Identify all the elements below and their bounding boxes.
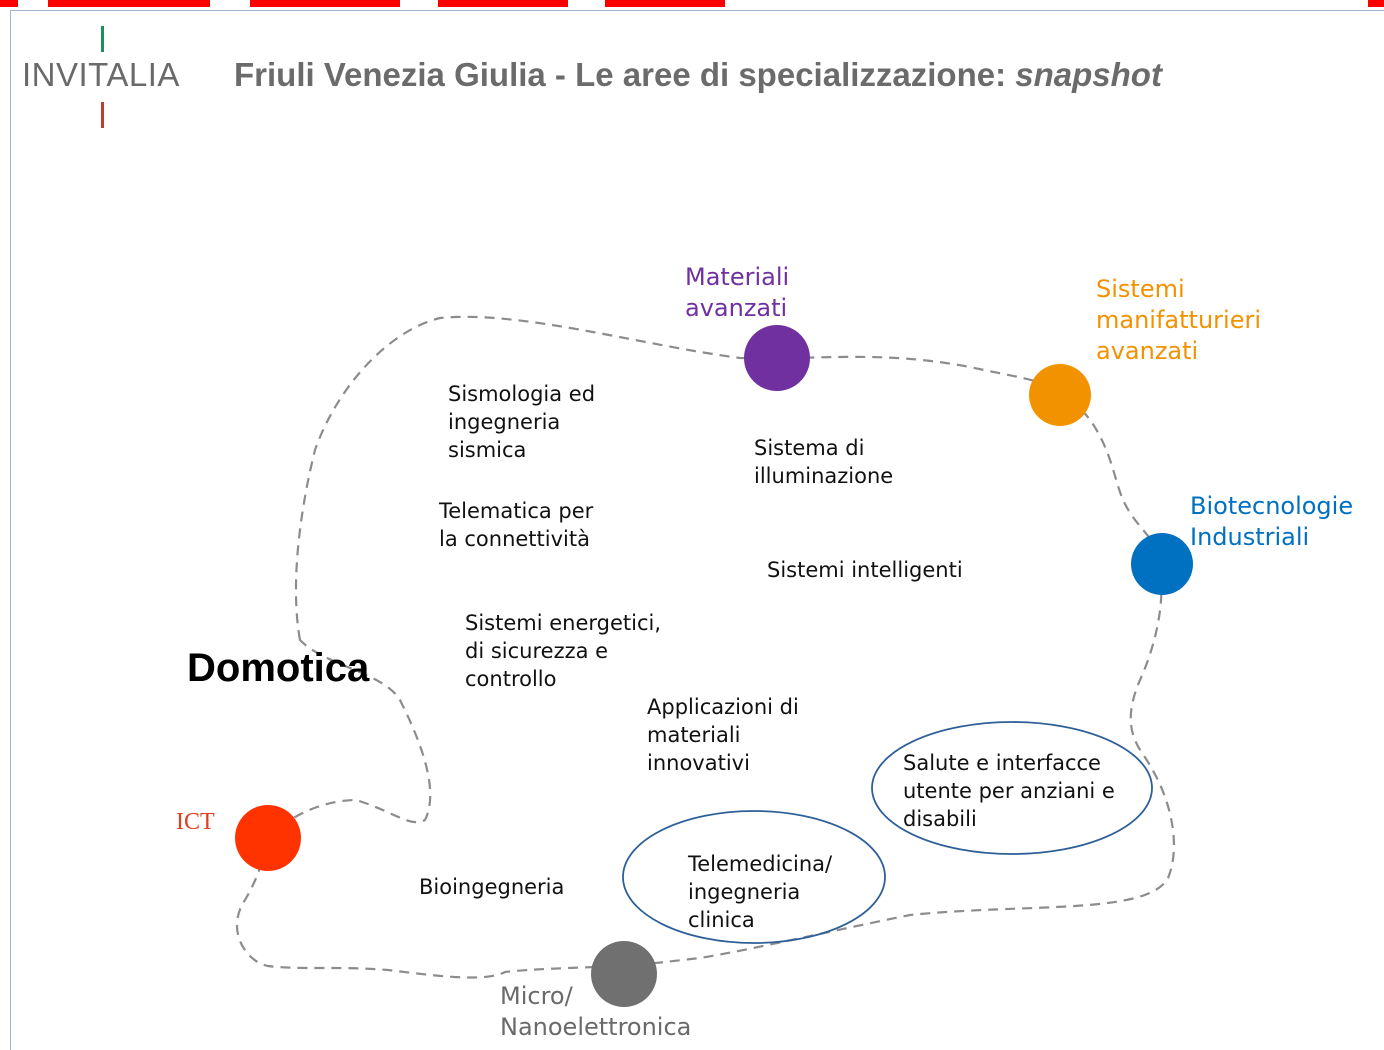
topic-energetici: Sistemi energetici, di sicurezza e contr…: [465, 611, 662, 691]
biotec-node: [1131, 533, 1193, 595]
network-loop-path: [235, 315, 1176, 979]
slide-title: Friuli Venezia Giulia - Le aree di speci…: [234, 56, 1162, 94]
topic-telematica: Telematica per la connettività: [439, 499, 594, 551]
micro-node: [591, 941, 657, 1007]
invitalia-logo: INVITALIA: [22, 26, 192, 136]
node-label-biotec: Biotecnologie Industriali: [1190, 492, 1354, 551]
slide-title-italic: snapshot: [1015, 56, 1162, 93]
node-label-ict: ICT: [176, 809, 215, 835]
logo-flag-red: [101, 102, 104, 128]
topic-sismologia: Sismologia ed ingegneria sismica: [448, 382, 596, 462]
topic-intelligenti: Sistemi intelligenti: [767, 558, 963, 582]
topic-telemedicina: Telemedicina/ ingegneria clinica: [688, 852, 833, 932]
crop-mark: [48, 0, 210, 7]
node-label-micro: Micro/ Nanoelettronica: [500, 982, 692, 1041]
crop-mark: [0, 0, 18, 7]
topic-bioingegneria: Bioingegneria: [419, 875, 565, 899]
slide-frame: [10, 10, 1384, 1050]
telemedicina-highlight: [622, 810, 886, 944]
logo-text: INVITALIA: [22, 56, 180, 93]
salute-highlight: [871, 721, 1153, 855]
sistemi-node: [1029, 364, 1091, 426]
crop-mark: [1368, 0, 1384, 7]
materiali-node: [744, 325, 810, 391]
node-label-materiali: Materiali avanzati: [685, 263, 790, 322]
crop-mark: [438, 0, 568, 7]
node-label-sistemi: Sistemi manifatturieri avanzati: [1096, 275, 1261, 365]
topic-illuminazione: Sistema di illuminazione: [754, 436, 894, 488]
slide-title-main: Friuli Venezia Giulia - Le aree di speci…: [234, 56, 1016, 93]
crop-mark: [605, 0, 725, 7]
crop-mark: [250, 0, 400, 7]
ict-node: [235, 805, 301, 871]
center-label-domotica: Domotica: [187, 646, 370, 690]
topic-applicazioni: Applicazioni di materiali innovativi: [647, 695, 799, 775]
logo-flag-green: [101, 26, 104, 52]
topic-salute: Salute e interfacce utente per anziani e…: [903, 751, 1115, 831]
